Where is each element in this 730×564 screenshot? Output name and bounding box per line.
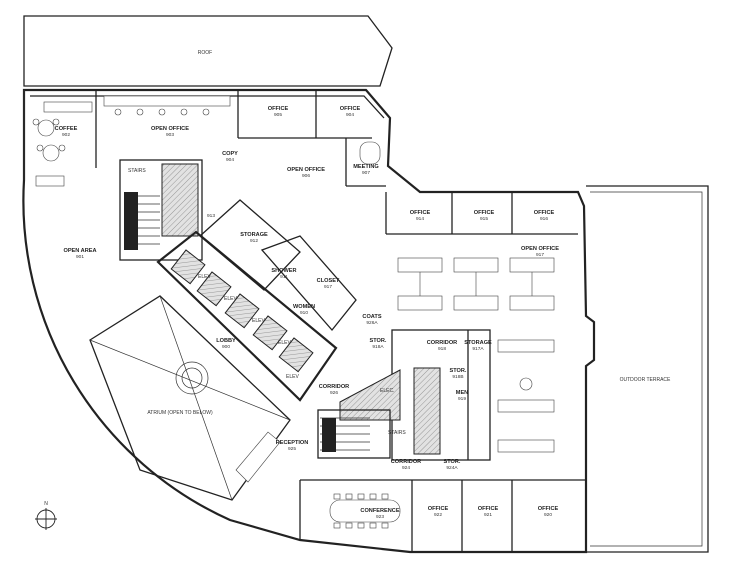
room-name: OFFICE bbox=[474, 210, 495, 216]
room-name: OFFICE bbox=[478, 506, 499, 512]
room-name: OFFICE bbox=[410, 210, 431, 216]
room-name: WOMEN bbox=[293, 304, 315, 310]
room-number: 922 bbox=[434, 512, 442, 518]
outdoor-terrace-label: OUTDOOR TERRACE bbox=[620, 377, 671, 383]
atrium-label: ATRIUM (OPEN TO BELOW) bbox=[147, 410, 213, 416]
room-number: 926A bbox=[366, 320, 378, 326]
room-number: 917 bbox=[324, 284, 332, 290]
room-name: OFFICE bbox=[340, 106, 361, 112]
room-number: 904 bbox=[346, 112, 354, 118]
room-number: 902 bbox=[62, 132, 70, 138]
room-number: 926 bbox=[330, 390, 338, 396]
room-number: 903 bbox=[166, 132, 174, 138]
room-number: 914 bbox=[416, 216, 424, 222]
stairs-right-label: STAIRS bbox=[388, 430, 406, 436]
room-name: CLOSET bbox=[317, 278, 340, 284]
room-name: OPEN OFFICE bbox=[287, 167, 325, 173]
room-name: STORAGE bbox=[464, 340, 492, 346]
room-number: 904 bbox=[226, 157, 234, 163]
north-arrow-icon: N bbox=[35, 501, 57, 530]
room-name: OFFICE bbox=[538, 506, 559, 512]
room-name: STOR. bbox=[444, 459, 461, 465]
room-number: 913 bbox=[207, 213, 215, 219]
room-number: 921 bbox=[484, 512, 492, 518]
room-number: 907 bbox=[362, 170, 370, 176]
stairs-left-label: STAIRS bbox=[128, 168, 146, 174]
room-number: 924A bbox=[446, 465, 458, 471]
central-services: ELEC. STAIRS bbox=[199, 199, 491, 461]
room-name: STOR. bbox=[370, 338, 387, 344]
room-number: 919 bbox=[458, 396, 466, 402]
room-number: 901 bbox=[76, 254, 84, 260]
room-number: 918A bbox=[372, 344, 384, 350]
stairs-left: STAIRS bbox=[119, 159, 203, 261]
room-name: RECEPTION bbox=[276, 440, 309, 446]
top-rooms bbox=[32, 90, 386, 187]
room-name: STORAGE bbox=[240, 232, 268, 238]
north-label: N bbox=[44, 501, 48, 507]
room-name: OPEN OFFICE bbox=[521, 246, 559, 252]
room-number: 911 bbox=[280, 274, 288, 280]
room-name: COPY bbox=[222, 151, 238, 157]
right-offices bbox=[385, 192, 578, 453]
roof-area: ROOF bbox=[23, 15, 393, 87]
room-number: 906 bbox=[302, 173, 310, 179]
elec-label: ELEC. bbox=[380, 388, 394, 394]
room-number: 900 bbox=[222, 344, 230, 350]
room-name: CORRIDOR bbox=[391, 459, 421, 465]
outdoor-terrace: OUTDOOR TERRACE bbox=[586, 185, 709, 553]
room-number: 917 bbox=[536, 252, 544, 258]
room-labels: COFFEE 902 OPEN OFFICE 903 OFFICE 905 OF… bbox=[55, 106, 560, 520]
room-name: OFFICE bbox=[534, 210, 555, 216]
room-number: 924 bbox=[402, 465, 410, 471]
room-name: OPEN AREA bbox=[63, 248, 96, 254]
room-number: 915 bbox=[480, 216, 488, 222]
room-number: 916 bbox=[540, 216, 548, 222]
room-number: 905 bbox=[274, 112, 282, 118]
room-name: OFFICE bbox=[428, 506, 449, 512]
elevator-core: ELEV ELEV ELEV ELEV ELEV bbox=[156, 230, 338, 402]
elev-label-1: ELEV bbox=[198, 274, 211, 280]
room-name: MEN bbox=[456, 390, 468, 396]
room-number: 925 bbox=[288, 446, 296, 452]
room-name: CORRIDOR bbox=[319, 384, 349, 390]
elev-label-3: ELEV bbox=[252, 318, 265, 324]
bottom-rooms bbox=[235, 431, 586, 552]
room-name: STOR. bbox=[450, 368, 467, 374]
room-name: CONFERENCE bbox=[360, 508, 399, 514]
room-name: SHOWER bbox=[271, 268, 296, 274]
room-number: 920 bbox=[544, 512, 552, 518]
room-name: OFFICE bbox=[268, 106, 289, 112]
room-name: MEETING bbox=[353, 164, 378, 170]
room-number: 912 bbox=[250, 238, 258, 244]
roof-label: ROOF bbox=[198, 50, 212, 56]
room-number: 918B bbox=[452, 374, 463, 380]
room-name: CORRIDOR bbox=[427, 340, 457, 346]
room-name: OPEN OFFICE bbox=[151, 126, 189, 132]
elev-label-4: ELEV bbox=[278, 340, 291, 346]
room-number: 918 bbox=[438, 346, 446, 352]
elev-label-2: ELEV bbox=[224, 296, 237, 302]
room-number: 917A bbox=[472, 346, 484, 352]
room-name: COATS bbox=[362, 314, 381, 320]
building-outline bbox=[22, 88, 596, 554]
room-name: LOBBY bbox=[216, 338, 236, 344]
elev-label-5: ELEV bbox=[286, 374, 299, 380]
room-number: 923 bbox=[376, 514, 384, 520]
room-name: COFFEE bbox=[55, 126, 78, 132]
room-number: 910 bbox=[300, 310, 308, 316]
